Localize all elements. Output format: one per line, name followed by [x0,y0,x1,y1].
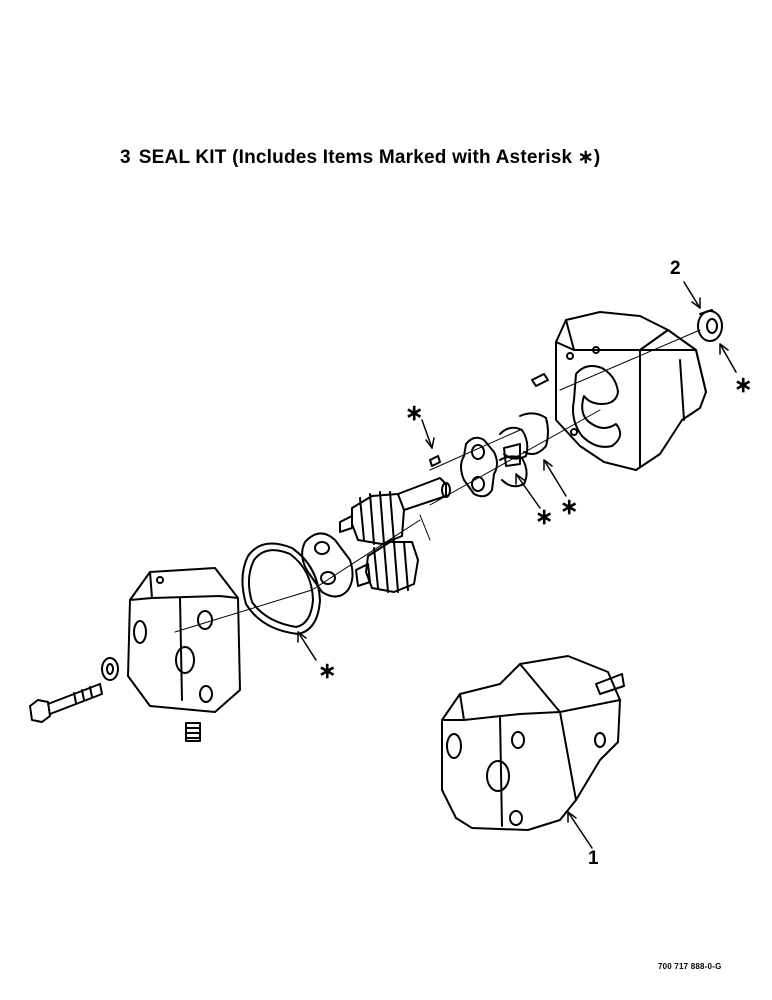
title-text: SEAL KIT (Includes Items Marked with Ast… [138,147,601,168]
rear-body-housing [556,312,706,470]
seal-kit-title: 3 SEAL KIT (Includes Items Marked with As… [120,146,600,169]
seal-rings [500,413,548,486]
washer [102,658,118,680]
front-wear-plate [302,533,352,596]
rear-wear-plate [461,438,497,497]
drive-gear-shaft [340,478,450,544]
assembly-centerlines [175,330,700,632]
assembled-pump [442,656,624,830]
idler-gear-shaft [356,542,418,592]
set-screw [186,723,200,741]
dowel-pin [430,456,440,466]
shaft-seal [698,310,722,341]
seal-kit-asterisk: ∗ [405,400,424,425]
document-id: 700 717 888-0-G [658,962,722,971]
seal-kit-asterisk: ∗ [318,658,337,683]
seal-kit-asterisk: ∗ [535,504,554,529]
dowel-pin-rear [532,374,548,386]
leader-arrows [298,282,736,848]
seal-kit-asterisk: ∗ [560,494,579,519]
front-cover-housing [128,568,240,712]
item-number: 3 [120,147,131,168]
seal-kit-asterisk: ∗ [734,372,753,397]
o-ring-gasket [242,544,320,635]
callout-item-2: 2 [670,258,681,279]
cap-screw [30,684,102,722]
callout-item-1: 1 [588,848,599,869]
